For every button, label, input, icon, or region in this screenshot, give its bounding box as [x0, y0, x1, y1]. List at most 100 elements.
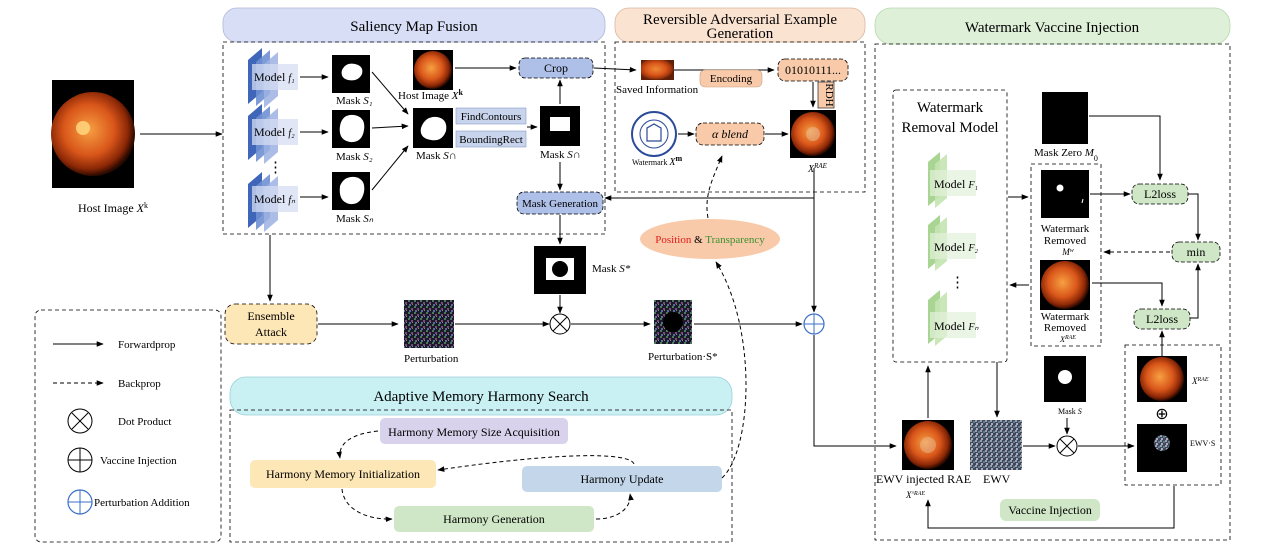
perturbation-image: [404, 300, 454, 348]
svg-text:Perturbation Addition: Perturbation Addition: [94, 497, 190, 509]
svg-text:Backprop: Backprop: [118, 378, 161, 390]
svg-text:Mask S₂: Mask S₂: [336, 151, 373, 163]
svg-text:Mask S: Mask S: [1058, 407, 1082, 416]
mask-generation-box: [516, 191, 604, 215]
svg-text:L2loss: L2loss: [1146, 312, 1178, 326]
host-image-small: [413, 50, 453, 90]
svg-text:Vaccine Injection: Vaccine Injection: [1008, 503, 1092, 517]
svg-text:L2loss: L2loss: [1144, 187, 1176, 201]
saliency-model-n: Model fₙ: [248, 172, 298, 232]
svg-text:Mask S∩: Mask S∩: [540, 149, 581, 161]
svg-text:Removed: Removed: [1044, 235, 1087, 247]
svg-text:Model F₁: Model F₁: [934, 177, 978, 191]
wm-removed-rae-image: [1040, 260, 1090, 310]
svg-text:Mask Zero M0: Mask Zero M0: [1034, 147, 1098, 163]
mask-s-small: [1044, 356, 1086, 402]
svg-text:Model fₙ: Model fₙ: [254, 192, 296, 206]
watermark-logo: [631, 111, 677, 157]
saliency-title: Saliency Map Fusion: [350, 19, 478, 35]
svg-text:Host Image Xk: Host Image Xk: [398, 88, 464, 103]
svg-text:EWV injected RAE: EWV injected RAE: [876, 472, 971, 486]
svg-text:Harmony Memory Size Acquisiti: Harmony Memory Size Acquisition: [388, 425, 560, 439]
removal-model-1: Model F₁: [928, 152, 978, 208]
svg-text:α blend: α blend: [712, 127, 749, 141]
svg-text:⊕: ⊕: [1155, 406, 1168, 423]
svg-text:XRAE: XRAE: [1059, 335, 1076, 344]
svg-text:Attack: Attack: [255, 325, 287, 339]
removal-model-2: Model F₂: [928, 215, 978, 271]
perturbation-addition-op: [803, 313, 825, 335]
svg-text:Removal Model: Removal Model: [901, 120, 998, 136]
mask-sn: [332, 172, 370, 210]
svg-text:Forwardprop: Forwardprop: [118, 339, 176, 351]
svg-text:Watermark: Watermark: [1041, 311, 1090, 323]
svg-text:Reversible Adversarial Example: Reversible Adversarial Example: [643, 12, 837, 28]
encoding-box: [699, 69, 763, 88]
svg-text:EWV: EWV: [983, 472, 1011, 486]
mask-zero-image: [1042, 92, 1088, 144]
removal-model-box: [892, 89, 1008, 363]
alpha-blend-box: [695, 122, 765, 146]
findcontours-box: [455, 107, 527, 125]
svg-text:Dot Product: Dot Product: [118, 416, 171, 428]
legend: Forwardprop Backprop Dot Product Vaccine…: [34, 309, 222, 543]
svg-text:Mask S₁: Mask S₁: [336, 95, 373, 107]
rae-image: [790, 110, 836, 158]
svg-text:Saved Information: Saved Information: [616, 84, 699, 96]
saliency-model-dots: ⋮: [268, 160, 283, 176]
amhs-panel: Adaptive Memory Harmony Search: [229, 376, 733, 543]
ewv-image: [970, 420, 1022, 470]
position-transparency-ellipse: [640, 219, 780, 259]
rae-ewv-box: [1124, 344, 1222, 486]
amhs-generation-box: [394, 506, 594, 532]
wm-removed-mask-image: [1041, 170, 1089, 218]
vaccine-dot-product-op: [1056, 435, 1078, 457]
boundingrect-box: [455, 130, 527, 148]
svg-text:Watermark: Watermark: [917, 100, 984, 116]
svg-text:Removed: Removed: [1044, 322, 1087, 334]
svg-text:XRAE: XRAE: [1191, 376, 1209, 386]
svg-text:Watermark Xm: Watermark Xm: [632, 154, 682, 169]
svg-text:RDH: RDH: [823, 83, 835, 106]
mask-s1: [332, 55, 370, 93]
svg-text:BoundingRect: BoundingRect: [459, 134, 523, 146]
svg-text:X^RAE: X^RAE: [905, 490, 925, 500]
svg-text:Harmony Generation: Harmony Generation: [443, 512, 545, 526]
mask-s2: [332, 110, 370, 148]
saved-information-image: [641, 60, 674, 80]
svg-text:Model F₂: Model F₂: [934, 240, 978, 254]
mask-union: [413, 108, 453, 148]
svg-text:Position & Transparency: Position & Transparency: [655, 234, 765, 246]
svg-text:Harmony Update: Harmony Update: [581, 472, 664, 486]
dot-product-op: [549, 313, 571, 335]
vaccine-panel: Watermark Vaccine Injection: [874, 7, 1231, 541]
saliency-panel: Saliency Map Fusion: [222, 7, 606, 235]
removal-model-n: Model Fₙ: [928, 290, 979, 346]
host-image-label: Host Image Xk: [78, 201, 148, 216]
amhs-init-box: [250, 460, 436, 488]
svg-text:01010111...: 01010111...: [785, 63, 841, 77]
host-image: [51, 80, 135, 188]
ensemble-attack-box: [224, 303, 318, 345]
svg-text:⋮: ⋮: [950, 275, 965, 291]
svg-text:XRAE: XRAE: [807, 162, 828, 175]
svg-text:Perturbation·S*: Perturbation·S*: [648, 351, 718, 363]
mask-rect: [540, 106, 580, 146]
svg-text:Encoding: Encoding: [710, 73, 753, 85]
l2loss-2-box: [1133, 308, 1191, 330]
svg-text:Model f₂: Model f₂: [254, 125, 295, 139]
svg-text:Model Fₙ: Model Fₙ: [934, 319, 979, 333]
svg-text:Vaccine Injection: Vaccine Injection: [100, 455, 177, 467]
svg-text:Mask S*: Mask S*: [592, 263, 631, 275]
perturbation-s-image: [654, 300, 692, 344]
svg-text:Mask Sₙ: Mask Sₙ: [336, 213, 374, 225]
svg-text:FindContours: FindContours: [461, 111, 522, 123]
saliency-model-1: Model f₁: [248, 48, 298, 108]
svg-text:min: min: [1187, 245, 1206, 259]
crop-box: [518, 57, 594, 79]
amhs-update-box: [522, 466, 722, 492]
svg-text:Mask S∩: Mask S∩: [416, 150, 457, 162]
svg-text:Perturbation: Perturbation: [404, 353, 459, 365]
svg-text:EWV·S: EWV·S: [1190, 439, 1215, 448]
